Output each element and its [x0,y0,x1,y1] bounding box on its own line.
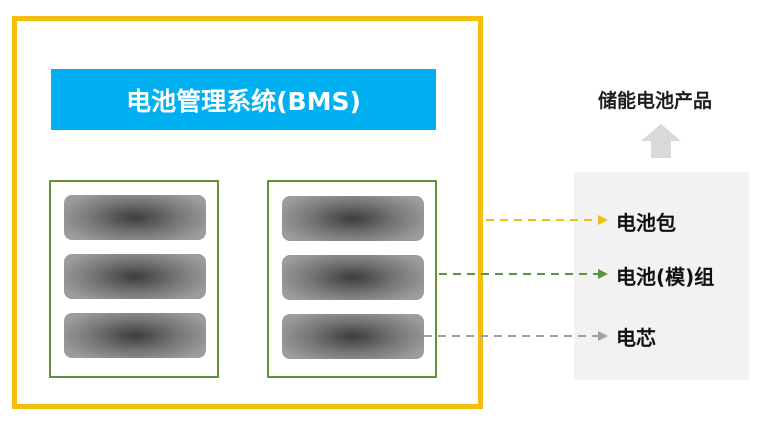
up-arrow-icon [641,124,681,158]
battery-cell [64,195,206,240]
module-level-label: 电池(模)组 [616,265,715,289]
bms-box: 电池管理系统(BMS) [51,69,436,130]
cell-level-label: 电芯 [616,326,656,350]
pack-level-label: 电池包 [616,211,676,235]
battery-pack-outline [12,16,483,409]
battery-cell [282,196,424,241]
cell-arrow [424,331,608,341]
battery-cell [64,254,206,299]
battery-cell [282,314,424,359]
module-arrow [439,269,608,279]
pack-arrow [486,215,608,225]
product-label: 储能电池产品 [597,90,712,112]
battery-cell [64,313,206,358]
battery-cell [282,255,424,300]
